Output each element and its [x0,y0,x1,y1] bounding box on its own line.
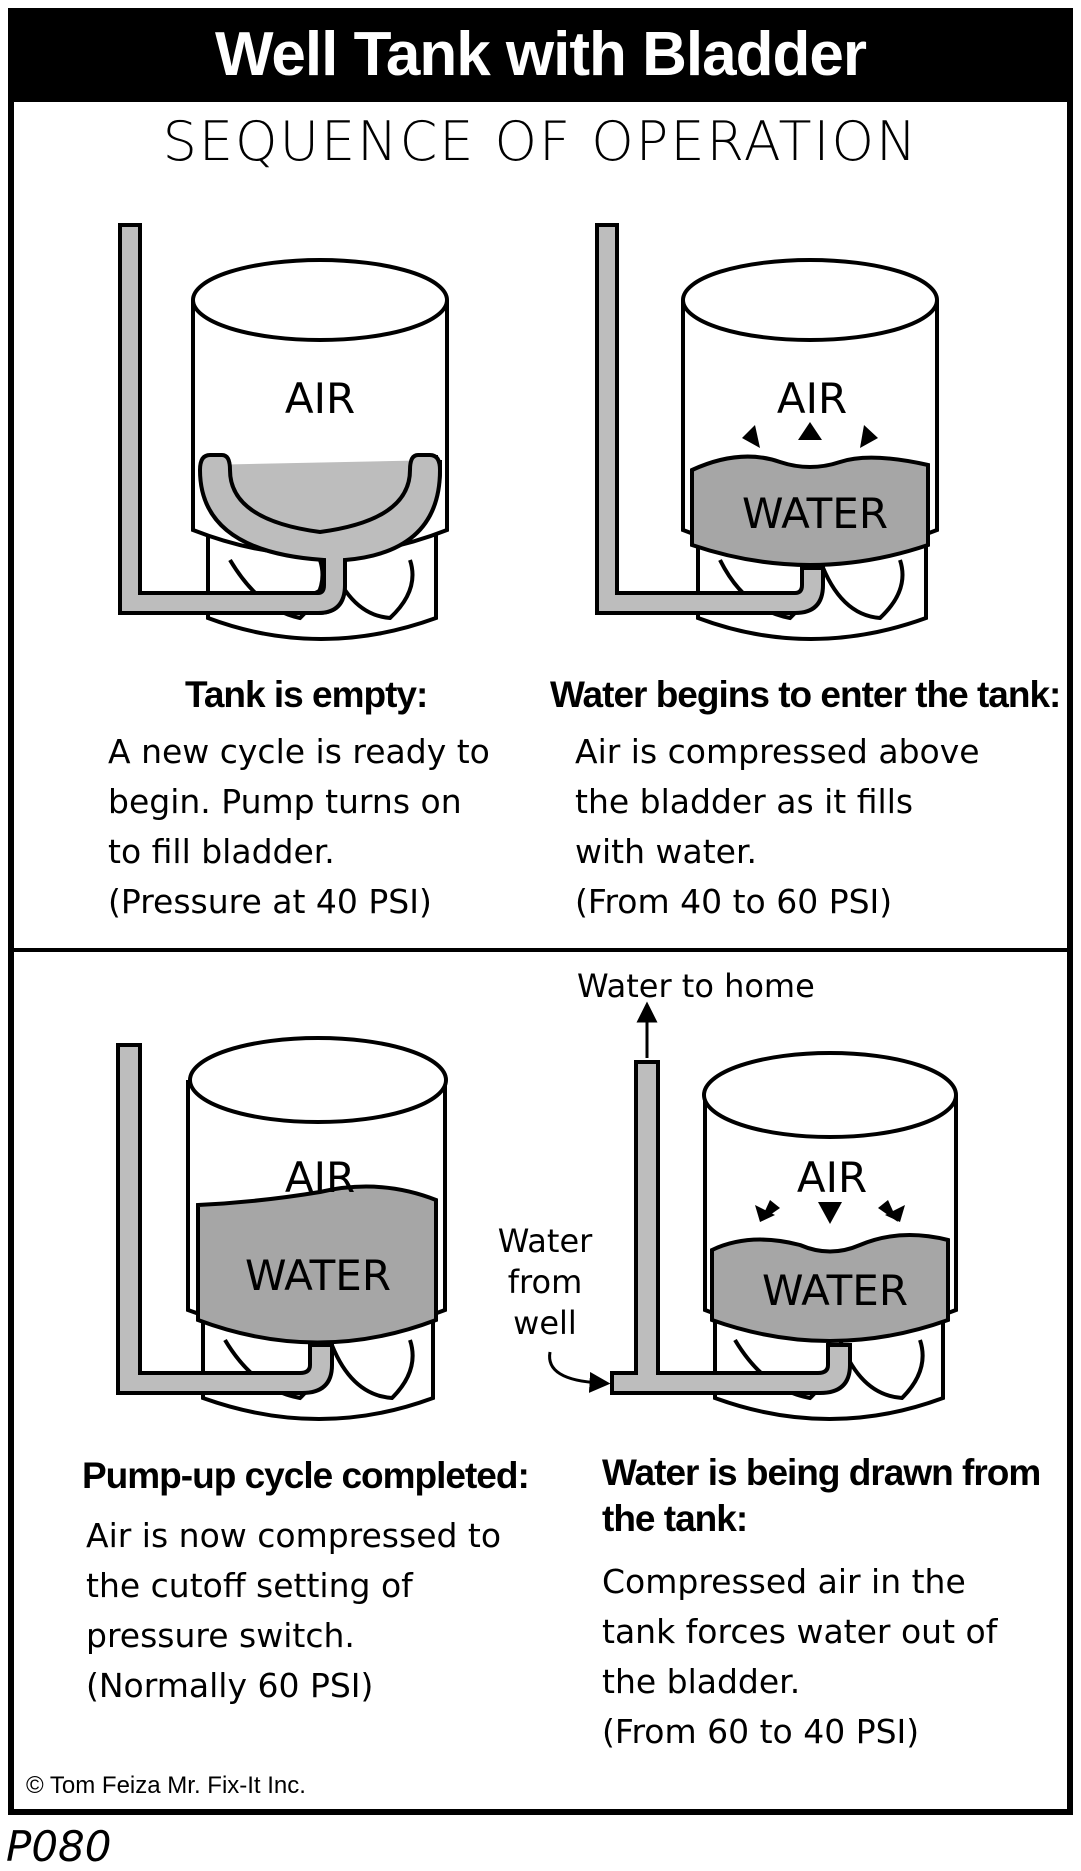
air-push-down-arrows [755,1200,905,1224]
panel-3-line: Air is now compressed to [86,1516,502,1555]
water-from-well-arrow [548,1351,611,1393]
air-compress-up-arrows [742,422,878,448]
water-from-well-line-3: well [513,1304,577,1342]
air-label-1: AIR [285,374,355,423]
panel-2-line: the bladder as it fills [575,782,914,821]
panel-4-heading: Water is being drawn from the tank: [602,1450,1041,1542]
panel-1-line: to fill bladder. [108,832,335,871]
panel-4-heading-line: Water is being drawn from [602,1452,1041,1493]
panel-1-line: A new cycle is ready to [108,732,490,771]
panel-4-heading-line: the tank: [602,1498,748,1539]
air-label-3: AIR [285,1153,355,1202]
figure-code: P080 [6,1822,112,1871]
water-from-well-line-1: Water [498,1222,593,1260]
copyright-text: © Tom Feiza Mr. Fix-It Inc. [26,1772,306,1799]
panel-4-line: Compressed air in the [602,1562,966,1601]
panel-4-line: tank forces water out of [602,1612,998,1651]
air-label-4: AIR [797,1153,867,1202]
panel-3-line: (Normally 60 PSI) [86,1666,374,1705]
panel-1-body: A new cycle is ready to begin. Pump turn… [108,727,490,927]
tank-empty-diagram [118,223,449,641]
page-title: Well Tank with Bladder [8,8,1073,102]
panel-1-line: (Pressure at 40 PSI) [108,882,432,921]
water-to-home-label: Water to home [577,967,815,1005]
panel-2-line: (From 40 to 60 PSI) [575,882,893,921]
panel-divider [8,948,1073,952]
tank-filling-diagram [595,223,939,641]
empty-bladder-tube [118,223,443,615]
panel-4-line: (From 60 to 40 PSI) [602,1712,920,1751]
panel-1-line: begin. Pump turns on [108,782,462,821]
panel-3-heading: Pump-up cycle completed: [82,1455,530,1496]
panel-2-body: Air is compressed above the bladder as i… [575,727,980,927]
panel-4-body: Compressed air in the tank forces water … [602,1557,997,1757]
panel-1-heading: Tank is empty: [185,674,428,715]
tank-drawing-diagram [548,1001,958,1421]
panel-3-body: Air is now compressed to the cutoff sett… [86,1511,501,1711]
panel-2-line: with water. [575,832,757,871]
water-label-2: WATER [742,489,888,538]
water-label-4: WATER [762,1266,908,1315]
panel-2-heading: Water begins to enter the tank: [550,674,1061,715]
page-subtitle: SEQUENCE OF OPERATION [162,110,919,173]
tank-full-diagram [116,1036,448,1421]
panel-3-line: the cutoff setting of [86,1566,413,1605]
panel-3-line: pressure switch. [86,1616,355,1655]
panel-4-line: the bladder. [602,1662,801,1701]
air-label-2: AIR [777,374,847,423]
water-label-3: WATER [245,1251,391,1300]
water-from-well-line-2: from [508,1263,582,1301]
panel-2-line: Air is compressed above [575,732,980,771]
